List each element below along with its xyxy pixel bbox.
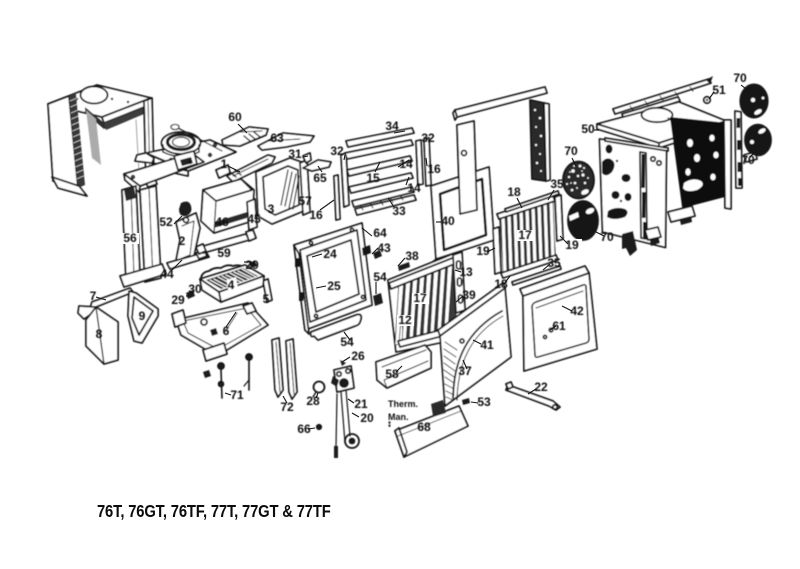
svg-text:44: 44	[160, 267, 174, 281]
svg-text:54: 54	[340, 335, 354, 349]
svg-text:72: 72	[280, 400, 294, 414]
svg-text:21: 21	[354, 397, 368, 411]
svg-text:56: 56	[123, 231, 137, 245]
svg-text:38: 38	[405, 249, 419, 263]
svg-text:57: 57	[298, 194, 312, 208]
svg-text:43: 43	[377, 241, 391, 255]
svg-text:28: 28	[306, 394, 320, 408]
svg-text:16: 16	[427, 162, 441, 176]
svg-text:63: 63	[270, 131, 284, 145]
svg-text:13: 13	[459, 265, 473, 279]
svg-text:19: 19	[565, 238, 579, 252]
svg-text:1: 1	[221, 157, 228, 171]
svg-text:9: 9	[139, 309, 146, 323]
svg-text:29: 29	[171, 293, 185, 307]
svg-text:17: 17	[413, 291, 427, 305]
svg-text:39: 39	[462, 288, 476, 302]
svg-text:70: 70	[600, 230, 614, 244]
svg-text:Therm.: Therm.	[388, 399, 418, 409]
svg-text:68: 68	[417, 420, 431, 434]
svg-text:59: 59	[217, 246, 231, 260]
svg-text:8: 8	[96, 327, 103, 341]
svg-text:18: 18	[507, 185, 521, 199]
svg-text:37: 37	[458, 364, 472, 378]
svg-text:64: 64	[373, 226, 387, 240]
svg-text:71: 71	[230, 388, 244, 402]
svg-text:2: 2	[179, 234, 186, 248]
svg-text:50: 50	[581, 122, 595, 136]
svg-text:32: 32	[330, 144, 344, 158]
svg-text:32: 32	[421, 131, 435, 145]
svg-text:15: 15	[366, 171, 380, 185]
svg-text:61: 61	[552, 319, 566, 333]
svg-text:45: 45	[247, 212, 261, 226]
svg-text:25: 25	[327, 279, 341, 293]
svg-text:34: 34	[385, 119, 399, 133]
svg-text:14: 14	[407, 181, 421, 195]
svg-text:30: 30	[188, 282, 202, 296]
svg-text:18: 18	[494, 277, 508, 291]
svg-text:60: 60	[228, 110, 242, 124]
svg-text:12: 12	[398, 313, 412, 327]
svg-text:35: 35	[550, 177, 564, 191]
svg-text:66: 66	[297, 422, 311, 436]
svg-text:41: 41	[480, 338, 494, 352]
svg-text:22: 22	[534, 380, 548, 394]
svg-text:24: 24	[323, 247, 337, 261]
svg-text:52: 52	[159, 215, 173, 229]
svg-text:4: 4	[228, 278, 235, 292]
svg-text:29: 29	[245, 258, 259, 272]
svg-text:3: 3	[268, 202, 275, 216]
svg-text:58: 58	[385, 367, 399, 381]
svg-text:7: 7	[90, 289, 97, 303]
svg-text:42: 42	[570, 304, 584, 318]
svg-text:46: 46	[215, 215, 229, 229]
svg-text:53: 53	[477, 395, 491, 409]
svg-text:40: 40	[441, 214, 455, 228]
svg-text:Man.: Man.	[388, 412, 409, 422]
svg-text:5: 5	[263, 292, 270, 306]
svg-text:14: 14	[399, 157, 413, 171]
svg-text:26: 26	[351, 349, 365, 363]
svg-text:17: 17	[518, 228, 532, 242]
svg-text:35: 35	[547, 256, 561, 270]
svg-text:33: 33	[392, 204, 406, 218]
svg-text:20: 20	[360, 411, 374, 425]
svg-text:16: 16	[309, 208, 323, 222]
svg-text:19: 19	[476, 244, 490, 258]
svg-text:70: 70	[733, 71, 747, 85]
svg-text:70: 70	[564, 144, 578, 158]
svg-text:31: 31	[288, 147, 302, 161]
svg-text:54: 54	[373, 270, 387, 284]
svg-text:6: 6	[223, 324, 230, 338]
svg-text:70: 70	[741, 153, 755, 167]
svg-text:51: 51	[712, 83, 726, 97]
svg-text:65: 65	[313, 171, 327, 185]
